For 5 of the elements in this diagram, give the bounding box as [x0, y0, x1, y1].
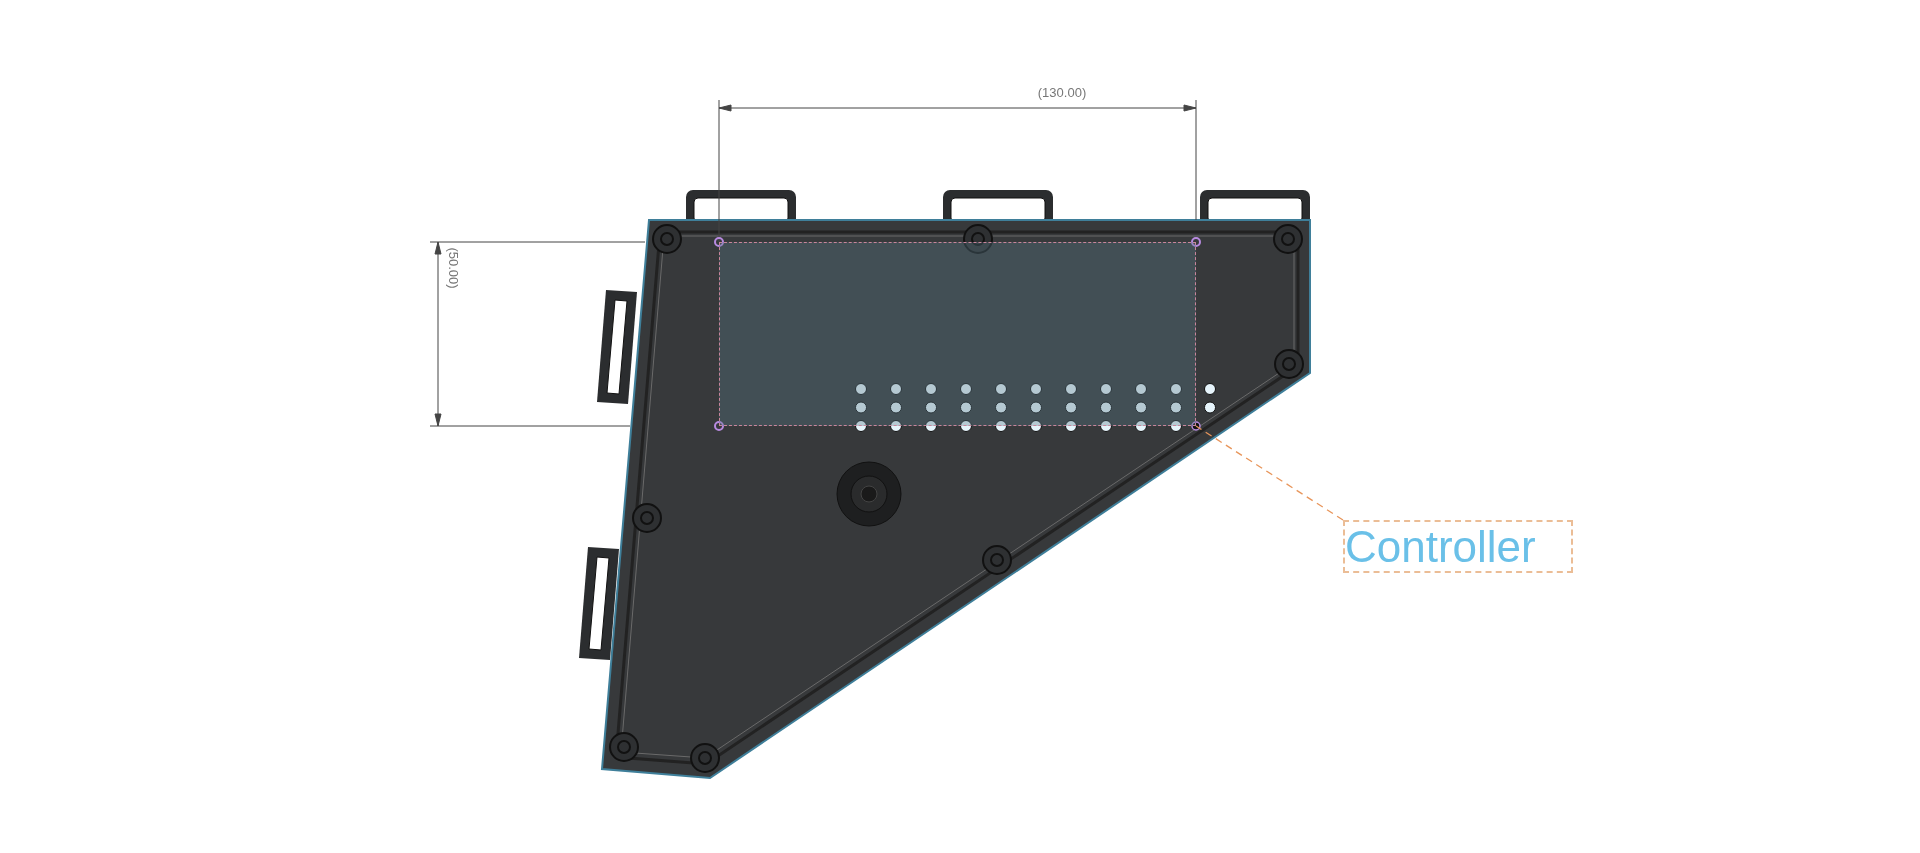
callout-label: Controller — [1343, 520, 1573, 573]
dimension-value: (130.00) — [1037, 84, 1087, 100]
dimension-value: (50.00) — [445, 247, 461, 289]
leader-line — [1195, 425, 1344, 521]
controller-outline — [719, 242, 1196, 426]
